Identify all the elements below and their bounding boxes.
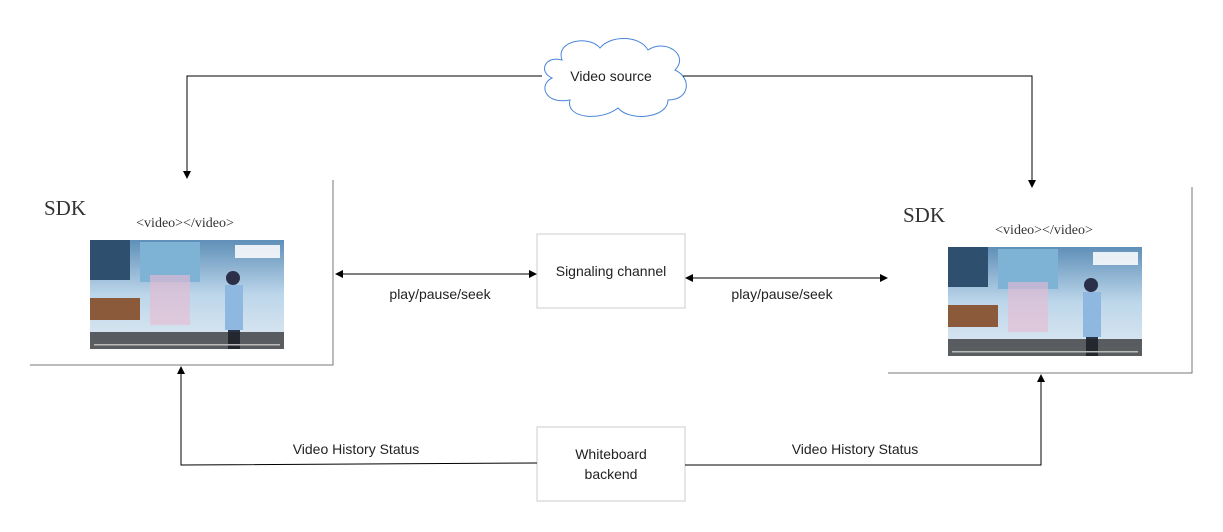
edge-whiteboard-to-left <box>177 366 538 466</box>
left-sdk-title: SDK <box>44 196 86 220</box>
left-sdk-panel: SDK <video></video> <box>30 180 334 366</box>
left-control-label: play/pause/seek <box>389 286 491 302</box>
whiteboard-label-line1: Whiteboard <box>575 446 647 462</box>
whiteboard-backend-box: Whiteboard backend <box>536 426 686 502</box>
left-video-tag: <video></video> <box>136 216 234 231</box>
edge-whiteboard-to-right <box>685 374 1045 466</box>
whiteboard-label-line2: backend <box>585 466 638 482</box>
right-control-label: play/pause/seek <box>731 286 833 302</box>
right-video-player[interactable] <box>948 247 1142 356</box>
signaling-channel-box: Signaling channel <box>536 233 686 309</box>
edge-source-to-right <box>683 75 1036 188</box>
right-history-label: Video History Status <box>792 441 919 457</box>
left-video-player[interactable] <box>90 240 284 349</box>
edge-source-to-left <box>183 75 542 179</box>
video-source-label: Video source <box>570 68 652 84</box>
right-sdk-panel: SDK <video></video> <box>888 187 1193 374</box>
right-sdk-title: SDK <box>903 203 945 227</box>
signaling-channel-label: Signaling channel <box>556 263 667 279</box>
right-video-tag: <video></video> <box>995 223 1093 238</box>
left-history-label: Video History Status <box>293 441 420 457</box>
video-source-cloud: Video source <box>544 38 687 117</box>
